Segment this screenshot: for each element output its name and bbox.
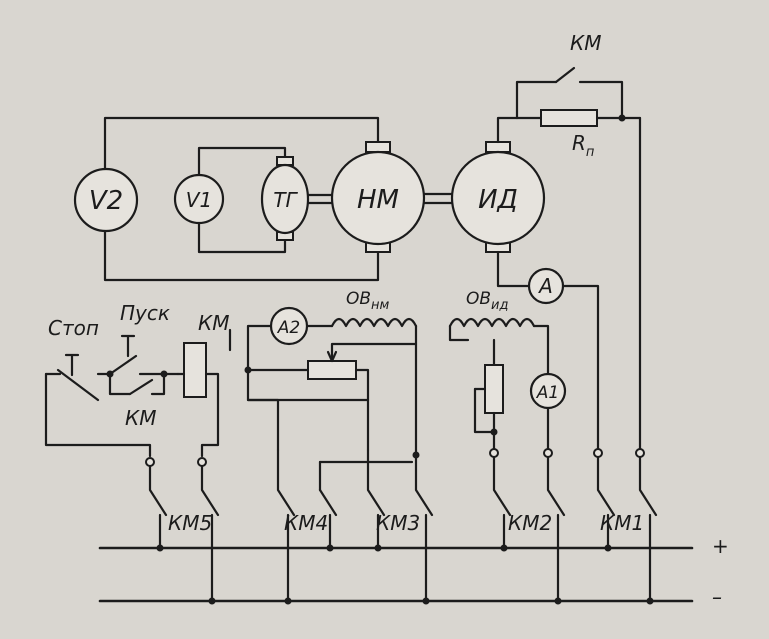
a2-label: A2 bbox=[277, 318, 300, 338]
ov-id-main: ОВ bbox=[466, 289, 491, 309]
terminal-km2-a bbox=[489, 448, 499, 458]
tg-brush-top bbox=[276, 156, 294, 166]
plus-bus-label: + bbox=[712, 534, 729, 558]
rp-sub: п bbox=[586, 145, 595, 160]
ov-nm-sub: нм bbox=[371, 298, 389, 313]
wire-km-bypass-right bbox=[578, 80, 624, 120]
km1-contact-b bbox=[638, 455, 658, 603]
km4-plus-node bbox=[326, 544, 334, 552]
nm-brush-top bbox=[365, 141, 391, 153]
tachogenerator bbox=[260, 163, 310, 235]
coil-ov-nm bbox=[330, 317, 418, 328]
km2-label: КМ2 bbox=[508, 511, 552, 535]
wire-v1-bottom bbox=[197, 220, 287, 254]
wire-a-km1 bbox=[561, 284, 600, 452]
wire-id-bottom bbox=[496, 250, 531, 288]
id-brush-top bbox=[485, 141, 511, 153]
ov-nm-label: ОВнм bbox=[346, 289, 390, 313]
wire-v2-top bbox=[103, 116, 380, 182]
rheo-nm-arrow bbox=[326, 350, 338, 363]
wire-v1-top bbox=[197, 146, 287, 178]
id-label: ИД bbox=[478, 185, 518, 215]
km4-contact-a bbox=[276, 448, 296, 603]
coil-ov-id bbox=[448, 317, 536, 328]
wire-ov-id-left bbox=[448, 324, 470, 342]
v1-label: V1 bbox=[186, 188, 212, 212]
km2-contact-a bbox=[492, 455, 512, 550]
stop-contact bbox=[56, 368, 100, 402]
wire-km-hold-right bbox=[150, 372, 166, 396]
tg-label: ТГ bbox=[273, 188, 298, 212]
wire-rheo-nm-right bbox=[354, 368, 370, 402]
km1-label: КМ1 bbox=[600, 511, 644, 535]
nm-label: НМ bbox=[357, 185, 399, 215]
voltmeter-v1 bbox=[173, 173, 225, 225]
ov-id-label: ОВид bbox=[466, 289, 508, 313]
km2-minus-node bbox=[554, 597, 562, 605]
km4-contact-b bbox=[318, 488, 338, 550]
a1-label: A1 bbox=[536, 383, 559, 403]
wire-rheo-nm-wiper bbox=[330, 342, 418, 363]
terminal-km1-b bbox=[635, 448, 645, 458]
km4-label: КМ4 bbox=[284, 511, 328, 535]
km-coil bbox=[183, 342, 207, 398]
km4-minus-node bbox=[284, 597, 292, 605]
wire-km4-a bbox=[246, 398, 280, 452]
km2-plus-node bbox=[500, 544, 508, 552]
a-label: A bbox=[537, 274, 553, 298]
wire-ov-id-right bbox=[532, 324, 550, 376]
ov-id-sub: ид bbox=[491, 298, 508, 313]
km-hold-label: КМ bbox=[125, 406, 156, 430]
km1-minus-node bbox=[646, 597, 654, 605]
km5-contact-a bbox=[148, 464, 168, 550]
km-coil-label: КМ bbox=[198, 311, 229, 335]
rp-main: R bbox=[572, 131, 586, 155]
terminal-km5-a bbox=[145, 457, 155, 467]
km5-plus-node bbox=[156, 544, 164, 552]
terminal-km1-a bbox=[593, 448, 603, 458]
minus-bus-label: – bbox=[712, 585, 722, 609]
start-label: Пуск bbox=[120, 301, 170, 325]
km5-minus-node bbox=[208, 597, 216, 605]
wire-coil-out bbox=[200, 372, 220, 458]
km-hold-contact bbox=[128, 378, 154, 396]
wire-km-hold-left bbox=[108, 372, 132, 396]
km5-contact-b bbox=[200, 464, 220, 603]
machine-id bbox=[450, 150, 546, 246]
wire-rheo-id-shunt bbox=[473, 387, 496, 434]
wire-v2-bottom bbox=[103, 220, 380, 282]
km3-contact-a bbox=[366, 448, 386, 550]
stop-label: Стоп bbox=[48, 316, 99, 340]
km3-label: КМ3 bbox=[376, 511, 420, 535]
km3-minus-node bbox=[422, 597, 430, 605]
km3-plus-node bbox=[374, 544, 382, 552]
terminal-km2-b bbox=[543, 448, 553, 458]
wire-id-top bbox=[496, 116, 519, 144]
km1-plus-node bbox=[604, 544, 612, 552]
km3-contact-b bbox=[414, 448, 434, 603]
v2-label: V2 bbox=[89, 186, 123, 216]
km5-label: КМ5 bbox=[168, 511, 212, 535]
ov-nm-main: ОВ bbox=[346, 289, 371, 309]
wire-ctrl-left bbox=[44, 372, 152, 458]
resistor-rp bbox=[540, 109, 598, 127]
rp-label: Rп bbox=[572, 131, 595, 160]
km-top-label: КМ bbox=[570, 31, 601, 55]
machine-nm bbox=[330, 150, 426, 246]
junction-rp bbox=[618, 114, 626, 122]
km-top-contact bbox=[554, 66, 576, 84]
terminal-km5-b bbox=[197, 457, 207, 467]
stop-button-cap bbox=[64, 353, 80, 377]
km1-contact-a bbox=[596, 455, 616, 550]
rheostat-id bbox=[484, 364, 504, 414]
start-contact bbox=[108, 354, 138, 376]
wire-km-bypass-left bbox=[515, 80, 558, 120]
rheostat-nm bbox=[307, 360, 357, 380]
junction-rheo-id bbox=[490, 428, 498, 436]
voltmeter-v2 bbox=[73, 167, 139, 233]
km2-contact-b bbox=[546, 455, 566, 603]
start-button-cap bbox=[120, 334, 136, 358]
